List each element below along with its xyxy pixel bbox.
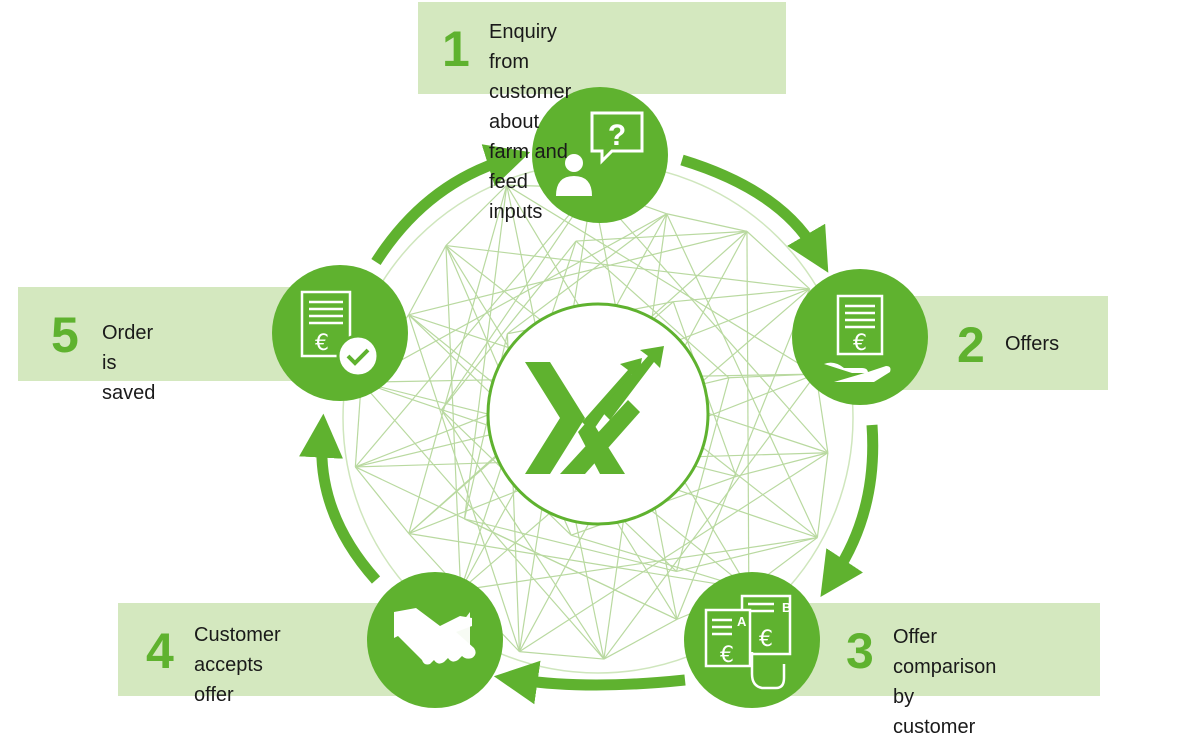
mesh-line bbox=[673, 288, 810, 303]
arrow-5-to-1 bbox=[371, 144, 531, 265]
xchange-arrows-logo bbox=[525, 346, 664, 474]
mesh-line bbox=[591, 187, 829, 454]
offer-document-hand-icon: € bbox=[824, 294, 891, 382]
mesh-line bbox=[408, 245, 447, 316]
mesh-line bbox=[728, 373, 816, 379]
svg-text:A: A bbox=[737, 614, 747, 629]
svg-text:€: € bbox=[315, 331, 329, 356]
mesh-line bbox=[463, 185, 508, 519]
mesh-line bbox=[519, 452, 829, 653]
arrow-2-to-3 bbox=[820, 424, 879, 598]
step-3-label: Offer comparison by customer bbox=[893, 626, 997, 738]
mesh-line bbox=[408, 230, 748, 316]
mesh-line bbox=[507, 213, 668, 335]
mesh-line bbox=[575, 230, 747, 242]
mesh-line bbox=[360, 213, 668, 383]
mesh-line bbox=[603, 618, 678, 660]
step-2-label: Offers bbox=[1005, 333, 1060, 355]
svg-text:€: € bbox=[720, 643, 734, 668]
mesh-line bbox=[408, 532, 749, 590]
mesh-line bbox=[816, 452, 829, 538]
mesh-line bbox=[570, 534, 749, 590]
step-1-number: 1 bbox=[442, 21, 470, 77]
mesh-line bbox=[354, 187, 593, 468]
arrow-1-to-2 bbox=[680, 154, 829, 273]
mesh-line bbox=[408, 185, 508, 534]
compare-offers-icon: B € A € bbox=[704, 594, 791, 690]
mesh-line bbox=[675, 377, 730, 572]
mesh-line bbox=[441, 409, 605, 660]
mesh-line bbox=[506, 184, 817, 375]
mesh-line bbox=[603, 373, 817, 660]
mesh-line bbox=[441, 240, 577, 411]
step-4-number: 4 bbox=[146, 623, 174, 679]
mesh-line bbox=[676, 536, 818, 573]
step-2-number: 2 bbox=[957, 317, 985, 373]
saved-order-icon: € bbox=[300, 290, 380, 378]
step-3-number: 3 bbox=[846, 623, 874, 679]
mesh-line bbox=[441, 187, 593, 411]
step-4-label-box bbox=[118, 603, 408, 696]
arrow-4-to-5 bbox=[299, 413, 381, 584]
mesh-line bbox=[408, 314, 520, 652]
mesh-line bbox=[676, 288, 811, 620]
mesh-line bbox=[464, 518, 677, 573]
svg-text:€: € bbox=[759, 627, 773, 652]
arrow-3-to-4 bbox=[493, 660, 686, 705]
mesh-line bbox=[445, 184, 508, 246]
svg-text:€: € bbox=[853, 331, 867, 356]
svg-text:B: B bbox=[782, 600, 791, 615]
customer-question-icon: ? bbox=[556, 111, 644, 196]
mesh-line bbox=[746, 230, 810, 290]
mesh-line bbox=[575, 240, 730, 379]
step-5-number: 5 bbox=[51, 307, 79, 363]
mesh-line bbox=[746, 231, 750, 590]
step-5-label: Order is saved bbox=[102, 322, 156, 404]
cycle-arrows bbox=[299, 144, 879, 705]
step-1-label-box bbox=[418, 2, 786, 94]
mesh-line bbox=[445, 244, 810, 290]
mesh-line bbox=[354, 466, 410, 534]
step-5-label-box bbox=[18, 287, 318, 381]
mesh-line bbox=[519, 651, 604, 660]
step-1-label: Enquiry from customer about farm and fee… bbox=[489, 21, 572, 223]
mesh-line bbox=[464, 518, 678, 620]
mesh-line bbox=[445, 245, 462, 591]
handshake-icon bbox=[394, 608, 476, 665]
mesh-line bbox=[666, 213, 748, 232]
mesh-line bbox=[460, 536, 818, 591]
step-4-label: Customer accepts offer bbox=[194, 624, 281, 706]
mesh-line bbox=[736, 452, 829, 477]
step-3-label-box bbox=[790, 603, 1100, 696]
mesh-line bbox=[360, 381, 605, 660]
mesh-line bbox=[666, 213, 818, 538]
svg-text:?: ? bbox=[608, 119, 626, 152]
